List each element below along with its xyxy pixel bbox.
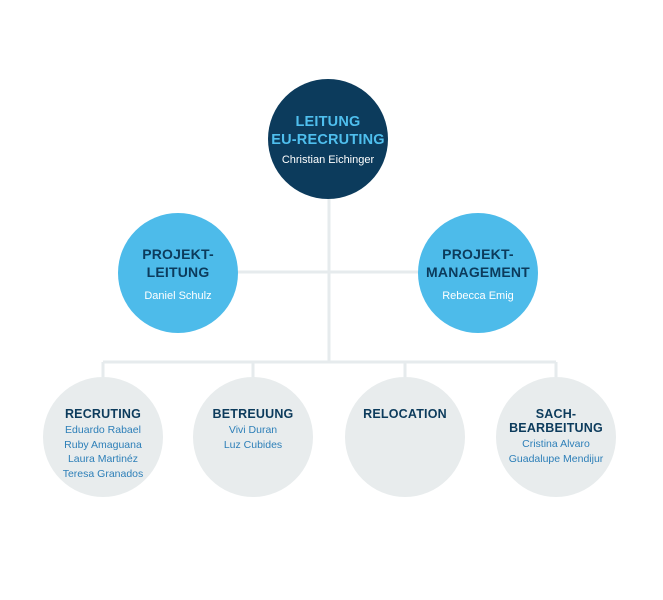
node-title: BETREUUNG bbox=[212, 407, 294, 421]
node-betreuung: BETREUUNG Vivi Duran Luz Cubides bbox=[193, 377, 313, 497]
member-name: Guadalupe Mendijur bbox=[508, 452, 604, 465]
node-title: LEITUNG EU-RECRUTING bbox=[271, 113, 385, 148]
node-recruting: RECRUTING Eduardo Rabael Ruby Amaguana L… bbox=[43, 377, 163, 497]
node-person: Daniel Schulz bbox=[144, 289, 212, 302]
node-relocation: RELOCATION bbox=[345, 377, 465, 497]
member-name: Teresa Granados bbox=[62, 467, 144, 480]
member-name: Luz Cubides bbox=[223, 438, 283, 451]
node-title: RELOCATION bbox=[363, 407, 447, 421]
node-sachbearbeitung: SACH- BEARBEITUNG Cristina Alvaro Guadal… bbox=[496, 377, 616, 497]
node-person: Rebecca Emig bbox=[442, 289, 514, 302]
member-name: Ruby Amaguana bbox=[64, 438, 142, 451]
node-title: PROJEKT- LEITUNG bbox=[142, 245, 214, 280]
member-name: Cristina Alvaro bbox=[522, 438, 590, 450]
node-projektleitung: PROJEKT- LEITUNG Daniel Schulz bbox=[118, 213, 238, 333]
node-person: Christian Eichinger bbox=[281, 153, 375, 166]
member-name: Vivi Duran bbox=[228, 424, 278, 436]
node-leitung-eu-recruting: LEITUNG EU-RECRUTING Christian Eichinger bbox=[268, 79, 388, 199]
node-projektmanagement: PROJEKT- MANAGEMENT Rebecca Emig bbox=[418, 213, 538, 333]
node-title: PROJEKT- MANAGEMENT bbox=[426, 245, 530, 280]
member-name: Eduardo Rabael bbox=[65, 424, 141, 436]
node-title: SACH- BEARBEITUNG bbox=[509, 407, 603, 435]
member-name: Laura Martinéz bbox=[67, 453, 139, 465]
node-title: RECRUTING bbox=[64, 407, 142, 421]
